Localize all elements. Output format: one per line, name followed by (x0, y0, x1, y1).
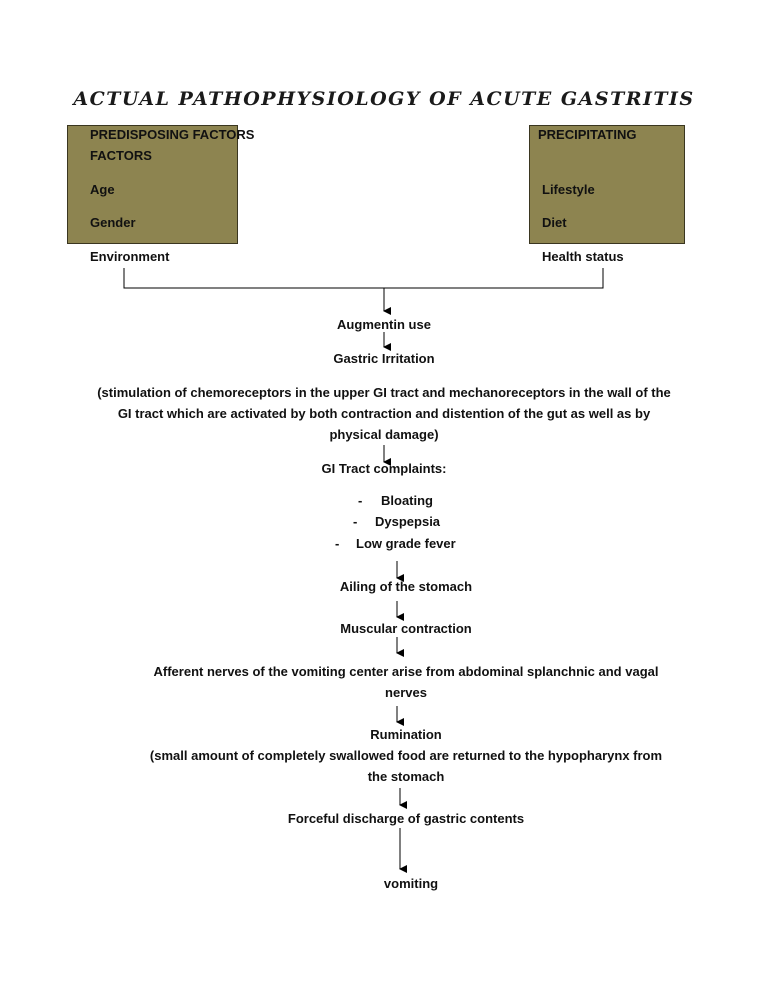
predisposing-item-environment: Environment (90, 249, 170, 264)
merge-bracket (123, 268, 604, 289)
step-muscular-contraction: Muscular contraction (340, 621, 472, 636)
precipitating-item-diet: Diet (542, 215, 567, 230)
irritation-note-line-2: GI tract which are activated by both con… (117, 406, 651, 421)
step-vomiting: vomiting (383, 876, 439, 891)
step-rumination: Rumination (370, 727, 442, 742)
precipitating-heading: PRECIPITATING (538, 127, 637, 142)
predisposing-item-gender: Gender (90, 215, 136, 230)
rumination-note-line-1: (small amount of completely swallowed fo… (149, 748, 663, 763)
bullet-dash-1: - (358, 493, 363, 508)
predisposing-heading: PREDISPOSING FACTORS (90, 127, 255, 142)
step-forceful-discharge: Forceful discharge of gastric contents (287, 811, 525, 826)
predisposing-heading-line2: FACTORS (90, 148, 152, 163)
complaint-dyspepsia: Dyspepsia (375, 514, 441, 529)
complaint-bloating: Bloating (381, 493, 433, 508)
irritation-note-line-3: physical damage) (329, 427, 439, 442)
step-gastric-irritation: Gastric Irritation (333, 351, 435, 366)
bullet-dash-3: - (335, 536, 340, 551)
step-augmentin-use: Augmentin use (337, 317, 431, 332)
precipitating-factors-box (529, 125, 685, 244)
afferent-line-2: nerves (385, 685, 427, 700)
precipitating-item-health-status: Health status (542, 249, 624, 264)
step-ailing-of-stomach: Ailing of the stomach (339, 579, 473, 594)
afferent-line-1: Afferent nerves of the vomiting center a… (153, 664, 659, 679)
predisposing-item-age: Age (90, 182, 115, 197)
step-gi-tract-complaints: GI Tract complaints: (321, 461, 447, 476)
complaint-low-grade-fever: Low grade fever (356, 536, 456, 551)
bullet-dash-2: - (353, 514, 358, 529)
irritation-note-line-1: (stimulation of chemoreceptors in the up… (97, 385, 671, 400)
precipitating-item-lifestyle: Lifestyle (542, 182, 595, 197)
predisposing-factors-box (67, 125, 238, 244)
rumination-note-line-2: the stomach (367, 769, 445, 784)
diagram-title: ACTUAL PATHOPHYSIOLOGY OF ACUTE GASTRITI… (73, 88, 695, 110)
